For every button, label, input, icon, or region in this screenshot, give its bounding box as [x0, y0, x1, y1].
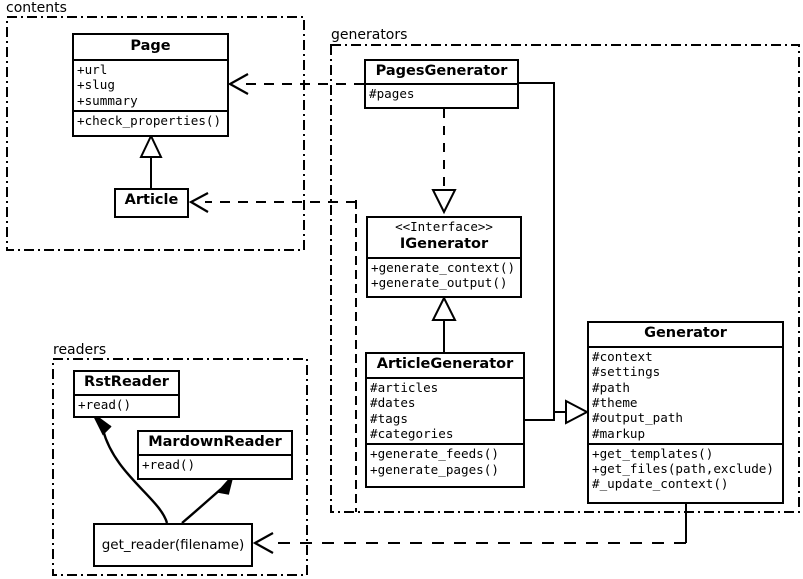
class-method: +get_templates()	[592, 445, 714, 461]
class-name-igenerator: IGenerator	[399, 235, 489, 252]
class-method: #_update_context()	[592, 476, 729, 492]
class-attribute: #settings	[592, 364, 661, 380]
class-method: +generate_feeds()	[370, 446, 499, 462]
edge-getreader-to-mardownreader-line	[181, 488, 222, 524]
class-separator	[368, 256, 520, 259]
class-method: +read()	[142, 457, 196, 473]
class-attributes-pages-generator: #pages	[366, 85, 517, 103]
class-attribute: #context	[592, 349, 653, 365]
class-box-generator[interactable]: Generator #context #settings #path #them…	[587, 321, 784, 504]
class-box-rst-reader[interactable]: RstReader +read()	[73, 370, 180, 418]
package-label-readers: readers	[51, 342, 109, 358]
class-separator	[139, 454, 291, 457]
edge-article-to-page-arrowhead	[139, 133, 163, 158]
class-method: +generate_pages()	[370, 461, 499, 477]
class-methods-rst-reader: +read()	[75, 396, 178, 414]
class-method: +generate_context()	[371, 259, 516, 275]
class-attributes-page: +url +slug +summary	[74, 61, 227, 110]
function-box-label: get_reader(filename)	[101, 537, 245, 553]
class-separator	[589, 442, 782, 445]
class-attribute: #path	[592, 379, 630, 395]
package-label-generators: generators	[329, 27, 410, 43]
class-attribute: #tags	[370, 410, 408, 426]
class-box-mardown-reader[interactable]: MardownReader +read()	[137, 430, 293, 480]
edge-articlegenerator-to-igenerator-arrowhead	[431, 295, 457, 321]
class-box-igenerator[interactable]: <<Interface>> IGenerator +generate_conte…	[366, 216, 522, 298]
class-name-rst-reader: RstReader	[84, 374, 169, 390]
class-method: +get_files(path,exclude)	[592, 461, 774, 477]
class-name-article: Article	[124, 192, 179, 208]
class-name-generator: Generator	[644, 325, 727, 341]
class-attribute: #dates	[370, 395, 416, 411]
class-separator	[367, 443, 523, 446]
class-separator	[589, 346, 782, 349]
class-box-article[interactable]: Article	[114, 188, 189, 218]
package-label-contents: contents	[4, 0, 69, 16]
package-border-contents	[6, 16, 305, 251]
class-name-article-generator: ArticleGenerator	[376, 356, 514, 372]
class-separator	[74, 59, 227, 62]
class-method: +generate_output()	[371, 275, 508, 291]
class-attribute: +summary	[77, 92, 138, 108]
class-attribute: +url	[77, 62, 108, 78]
class-methods-article-generator: +generate_feeds() +generate_pages()	[367, 445, 523, 479]
package-border-readers	[52, 358, 308, 576]
edge-pagesgenerator-to-igenerator-arrowhead	[431, 189, 457, 215]
class-attribute: +slug	[77, 77, 115, 93]
class-separator	[75, 394, 178, 397]
class-name-page: Page	[130, 38, 171, 54]
edge-to-generator-arrowhead	[565, 399, 590, 425]
class-attribute: #pages	[369, 86, 415, 102]
class-name-mardown-reader: MardownReader	[148, 434, 282, 450]
class-attributes-generator: #context #settings #path #theme #output_…	[589, 348, 782, 443]
class-attribute: #markup	[592, 425, 646, 441]
edge-generator-to-getreader-arrowhead	[252, 532, 274, 554]
class-box-article-generator[interactable]: ArticleGenerator #articles #dates #tags …	[365, 352, 525, 488]
class-methods-page: +check_properties()	[74, 112, 227, 130]
class-attribute: #output_path	[592, 410, 683, 426]
class-attributes-article-generator: #articles #dates #tags #categories	[367, 379, 523, 443]
class-separator	[366, 83, 517, 86]
class-attribute: #theme	[592, 395, 638, 410]
class-separator	[367, 377, 523, 380]
class-attribute: #categories	[370, 426, 454, 441]
class-attribute: #articles	[370, 380, 439, 396]
class-box-page[interactable]: Page +url +slug +summary +check_properti…	[72, 33, 229, 137]
class-methods-igenerator: +generate_context() +generate_output()	[368, 259, 520, 293]
edge-articlegenerator-to-generator-line	[525, 411, 567, 421]
package-border-generators	[330, 44, 800, 513]
class-method: +check_properties()	[77, 113, 222, 128]
edge-pagesgenerator-to-page-arrowhead	[227, 73, 249, 95]
edge-pagesgenerator-to-generator-line	[519, 82, 567, 413]
function-box-get-reader[interactable]: get_reader(filename)	[93, 523, 253, 567]
class-stereotype-igenerator: <<Interface>>	[395, 219, 493, 234]
edge-getreader-to-rstreader-line	[101, 429, 169, 524]
class-name-pages-generator: PagesGenerator	[375, 63, 508, 79]
class-separator	[74, 110, 227, 112]
edge-generators-to-article-arrowhead	[188, 192, 209, 213]
class-method: +read()	[78, 397, 132, 413]
class-methods-generator: +get_templates() +get_files(path,exclude…	[589, 445, 782, 494]
class-methods-mardown-reader: +read()	[139, 456, 291, 474]
class-box-pages-generator[interactable]: PagesGenerator #pages	[364, 59, 519, 109]
